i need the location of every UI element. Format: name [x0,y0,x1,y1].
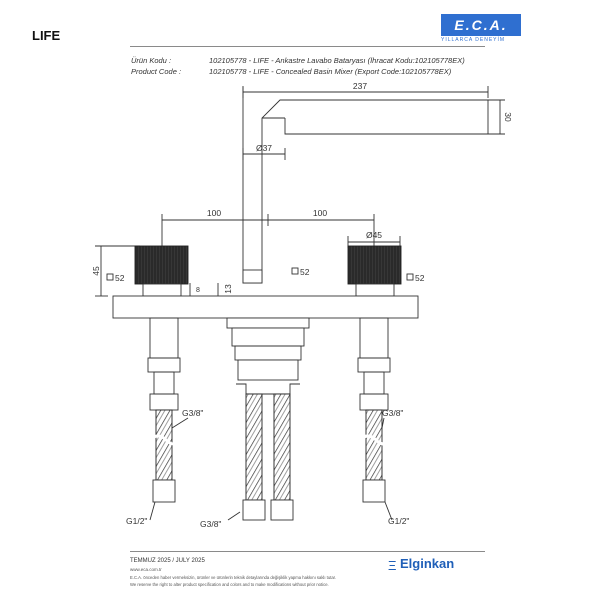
page-title: LIFE [32,28,61,43]
dim-spout-height [488,99,505,135]
right-valve-body [357,317,391,411]
footer-note-tr: E.C.A. önceden haber vermeksizin, ürünle… [130,575,336,580]
footer-website: www.eca.com.tr [130,567,162,572]
base-plate [112,295,419,319]
product-code-value: 102105778 - LIFE - Concealed Basin Mixer… [209,67,452,76]
spout [242,87,489,284]
urun-kodu-value: 102105778 - LIFE - Ankastre Lavabo Batar… [209,56,465,65]
label-handle-diameter: Ø45 [366,230,382,240]
label-base-center: 52 [300,267,310,277]
dim-spout-diameter [242,148,286,160]
label-base-left: 52 [115,273,125,283]
elginkan-brand: Elginkan [400,556,455,571]
header-divider [130,46,485,47]
label-thread-left: G3/8" [182,408,203,418]
label-outlet-left: G1/2" [126,516,147,526]
center-body [226,317,310,395]
eca-logo: E.C.A. [441,14,521,36]
label-right-spacing: 100 [313,208,327,218]
label-handle-height: 45 [91,266,101,276]
label-spout-length: 237 [353,81,367,91]
urun-kodu-label: Ürün Kodu : [131,56,172,65]
dim-rim [189,283,219,296]
right-hose [358,409,394,503]
label-outlet-right: G1/2" [388,516,409,526]
elginkan-logo-icon: Ξ [388,558,397,573]
label-spout-diameter: Ø37 [256,143,272,153]
label-base-right: 52 [415,273,425,283]
label-rim-height: 13 [223,284,233,294]
dim-spacing [161,214,375,250]
right-handle [347,245,402,297]
center-hoses [242,393,294,521]
label-spout-height: 30 [503,112,513,122]
label-rim-small: 8 [196,287,200,294]
dim-spout-length [242,86,489,98]
eca-logo-tagline: YILLARCA DENEYİM [441,37,506,43]
left-hose [148,409,184,503]
footer-date: TEMMUZ 2025 / JULY 2025 [130,558,205,564]
left-valve-body [147,317,181,411]
dim-handle-height [95,245,140,297]
label-left-spacing: 100 [207,208,221,218]
label-thread-right: G3/8" [382,408,403,418]
footer-note-en: We reserve the right to alter product sp… [130,582,329,587]
left-handle [134,245,189,297]
footer-divider [130,551,485,552]
product-code-label: Product Code : [131,67,182,76]
label-thread-center: G3/8" [200,519,221,529]
